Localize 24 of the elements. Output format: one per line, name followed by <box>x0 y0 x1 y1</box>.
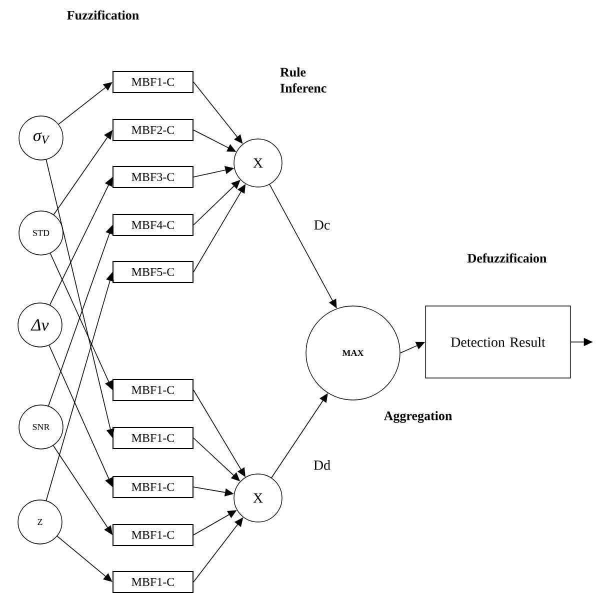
membership-box: MBF1-C <box>112 571 194 593</box>
arrow <box>53 130 112 216</box>
membership-box: MBF1-C <box>112 427 194 449</box>
membership-box: MBF1-C <box>112 524 194 546</box>
stage-heading: Defuzzificaion <box>468 253 547 263</box>
membership-box: MBF1-C <box>112 476 194 498</box>
edge-label: Dd <box>314 460 330 470</box>
arrow <box>49 177 112 306</box>
stage-heading: Rule Inferenc <box>280 67 326 93</box>
membership-box: MBF2-C <box>112 119 194 141</box>
arrow <box>56 536 112 582</box>
stage-heading: Aggregation <box>384 411 452 423</box>
arrow <box>52 445 112 535</box>
result-box: Detection Result <box>425 306 571 378</box>
arrow <box>193 82 243 144</box>
membership-box: MBF4-C <box>112 214 194 236</box>
arrow <box>269 184 337 308</box>
membership-box: MBF5-C <box>112 261 194 283</box>
membership-box: MBF3-C <box>112 166 194 188</box>
arrow <box>58 82 112 125</box>
stage-heading: Fuzzification <box>67 10 139 20</box>
membership-box: MBF1-C <box>112 71 194 93</box>
edge-label: Dc <box>314 220 330 230</box>
membership-box: MBF1-C <box>112 379 194 401</box>
